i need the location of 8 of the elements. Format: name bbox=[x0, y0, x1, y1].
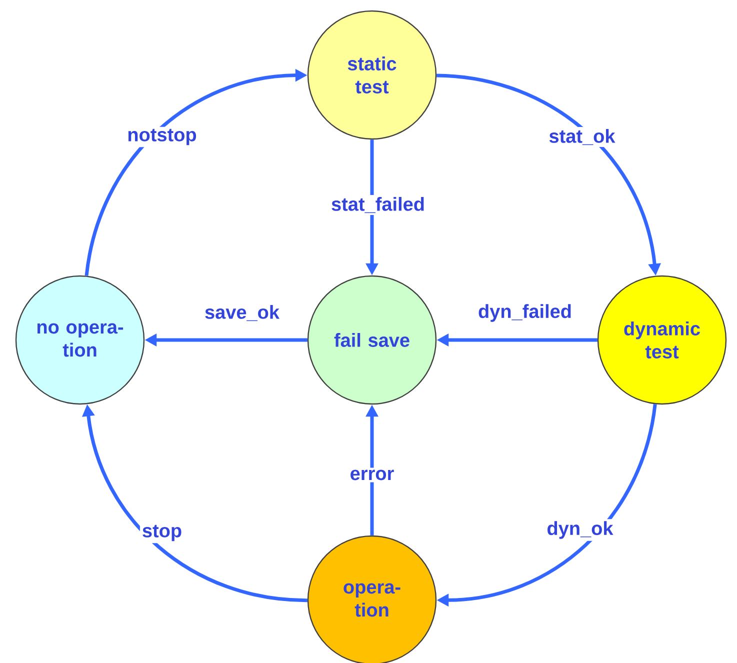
edge-label: dyn_ok bbox=[544, 519, 616, 541]
edge-label: stat_failed bbox=[329, 194, 427, 216]
edge-label: save_ok bbox=[202, 302, 282, 324]
edge-label: error bbox=[348, 468, 396, 482]
edge-label: stat_ok bbox=[546, 126, 618, 148]
edge-label: notstop bbox=[125, 126, 199, 148]
edge-label: stop bbox=[140, 522, 184, 544]
edge-label: dyn_failed bbox=[476, 302, 574, 324]
